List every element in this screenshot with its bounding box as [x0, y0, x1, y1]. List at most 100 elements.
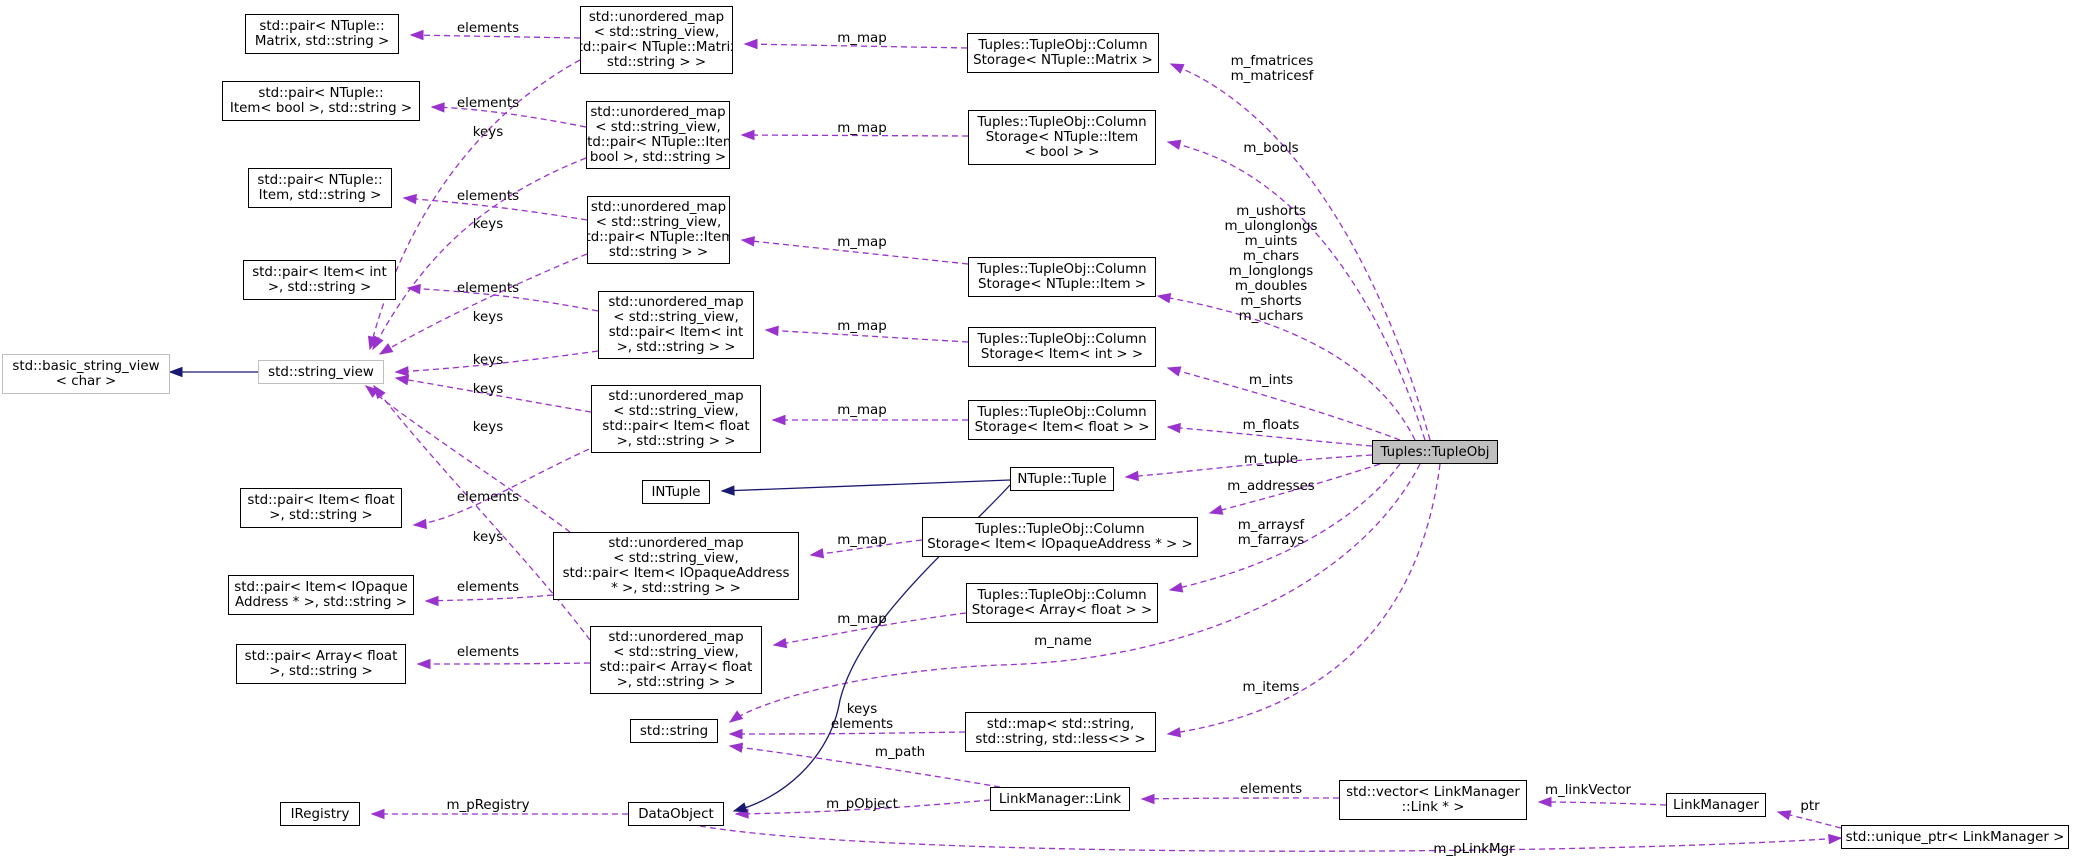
node-std-map[interactable]: std::map< std::string,std::string, std::…	[965, 712, 1156, 752]
node-iregistry[interactable]: IRegistry	[280, 802, 360, 826]
usage-edge	[373, 385, 591, 641]
node-unordered-map-item-float[interactable]: std::unordered_map< std::string_view,std…	[591, 385, 761, 453]
arrowhead	[168, 366, 183, 378]
edge-label-line: m_map	[837, 612, 887, 627]
node-label-line: Tuples::TupleObj::Column	[977, 405, 1147, 420]
node-pair-array-float[interactable]: std::pair< Array< float>, std::string >	[236, 644, 406, 684]
node-label-line: IRegistry	[290, 806, 350, 822]
edge-label-line: ptr	[1800, 799, 1820, 814]
arrowhead	[728, 728, 743, 740]
node-pair-item-float[interactable]: std::pair< Item< float>, std::string >	[240, 488, 402, 528]
node-label-line: std::pair< NTuple::Item,	[588, 230, 730, 245]
node-pair-item[interactable]: std::pair< NTuple::Item, std::string >	[248, 168, 392, 208]
node-label-line: std::string > >	[606, 55, 707, 70]
arrowhead	[1140, 793, 1155, 805]
node-label-line: Tuples::TupleObj	[1380, 444, 1490, 460]
node-unordered-map-item-int[interactable]: std::unordered_map< std::string_view,std…	[598, 291, 754, 359]
usage-edge	[379, 253, 588, 355]
usage-edge	[741, 239, 969, 265]
node-unordered-map-opaque-address[interactable]: std::unordered_map< std::string_view,std…	[553, 532, 799, 600]
node-unordered-map-matrix[interactable]: std::unordered_map< std::string_view,std…	[580, 6, 733, 74]
node-label-line: std::pair< Item< float	[602, 419, 750, 434]
edge-label: elements	[388, 490, 588, 505]
node-label-line: >, std::string > >	[616, 434, 736, 449]
node-string-view[interactable]: std::string_view	[258, 360, 384, 384]
edge-label: m_pLinkMgr	[1374, 842, 1574, 857]
edge-label-line: m_addresses	[1227, 479, 1315, 494]
node-label-line: DataObject	[638, 806, 714, 822]
edge-label: m_map	[762, 319, 962, 334]
edge-label: keys	[388, 310, 588, 325]
edge-label-line: m_uints	[1244, 234, 1298, 249]
node-pair-item-int[interactable]: std::pair< Item< int>, std::string >	[243, 260, 396, 300]
node-label-line: std::pair< Array< float	[599, 660, 753, 675]
node-label-line: Tuples::TupleObj::Column	[977, 262, 1147, 277]
arrowhead	[720, 485, 735, 496]
node-unordered-map-item-bool[interactable]: std::unordered_map< std::string_view,std…	[586, 101, 730, 169]
node-ntuple-tuple[interactable]: NTuple::Tuple	[1010, 467, 1114, 491]
usage-edge	[1167, 463, 1441, 735]
node-basic-string-view[interactable]: std::basic_string_view< char >	[2, 354, 170, 394]
arrowhead	[772, 637, 788, 649]
edge-label-line: elements	[456, 580, 520, 595]
arrowhead	[1166, 422, 1181, 434]
edge-label-line: m_uchars	[1238, 309, 1304, 324]
node-label-line: std::pair< NTuple::	[257, 173, 383, 188]
node-vector-link[interactable]: std::vector< LinkManager::Link * >	[1339, 780, 1527, 820]
usage-edge	[765, 329, 969, 343]
node-linkmanager-link[interactable]: LinkManager::Link	[990, 787, 1130, 811]
edge-label: keys	[388, 353, 588, 368]
node-unordered-map-array-float[interactable]: std::unordered_map< std::string_view,std…	[590, 626, 762, 694]
node-pair-item-bool[interactable]: std::pair< NTuple::Item< bool >, std::st…	[222, 81, 420, 121]
arrowhead	[743, 38, 758, 50]
node-label-line: std::unordered_map	[608, 630, 744, 645]
arrowhead	[740, 236, 755, 247]
node-pair-matrix[interactable]: std::pair< NTuple::Matrix, std::string >	[245, 14, 399, 54]
node-label-line: LinkManager::Link	[998, 791, 1122, 807]
usage-edge	[773, 612, 967, 646]
node-unique-ptr-linkmanager[interactable]: std::unique_ptr< LinkManager >	[1841, 825, 2069, 849]
node-tuples-tupleobj[interactable]: Tuples::TupleObj	[1372, 440, 1498, 464]
node-unordered-map-item[interactable]: std::unordered_map< std::string_view,std…	[587, 196, 730, 264]
node-data-object[interactable]: DataObject	[628, 802, 724, 826]
edge-label-line: m_pLinkMgr	[1433, 842, 1515, 857]
node-label-line: std::pair< Item< int	[252, 265, 387, 280]
edge-label: ptr	[1710, 799, 1910, 814]
node-label-line: < std::string_view,	[613, 551, 739, 566]
node-label-line: std::pair< Item< IOpaqueAddress	[562, 566, 790, 581]
arrowhead	[1124, 470, 1139, 482]
edge-label: keys	[388, 530, 588, 545]
edge-label-line: m_pRegistry	[446, 798, 530, 813]
node-linkmanager[interactable]: LinkManager	[1666, 793, 1766, 817]
arrowhead	[406, 283, 421, 295]
edge-label: m_map	[762, 533, 962, 548]
arrowhead	[1537, 796, 1552, 808]
edge-label: keys	[388, 382, 588, 397]
edge-label-line: m_linkVector	[1544, 783, 1632, 798]
inheritance-edge	[721, 479, 1011, 492]
edge-label-line: keys	[472, 353, 504, 368]
arrowhead	[1168, 582, 1184, 593]
node-intuple[interactable]: INTuple	[642, 480, 710, 504]
edge-label-line: m_ints	[1248, 373, 1294, 388]
arrowhead	[740, 129, 755, 141]
node-label-line: Tuples::TupleObj::Column	[977, 332, 1147, 347]
edge-label: m_addresses	[1171, 479, 1371, 494]
node-label-line: std::vector< LinkManager	[1346, 785, 1520, 800]
usage-edge	[699, 825, 1842, 852]
node-std-string[interactable]: std::string	[630, 719, 718, 743]
edge-label: elements	[388, 189, 588, 204]
edge-label-line: keys	[472, 420, 504, 435]
edge-label-line: m_items	[1242, 680, 1300, 695]
usage-edge	[729, 745, 1001, 788]
